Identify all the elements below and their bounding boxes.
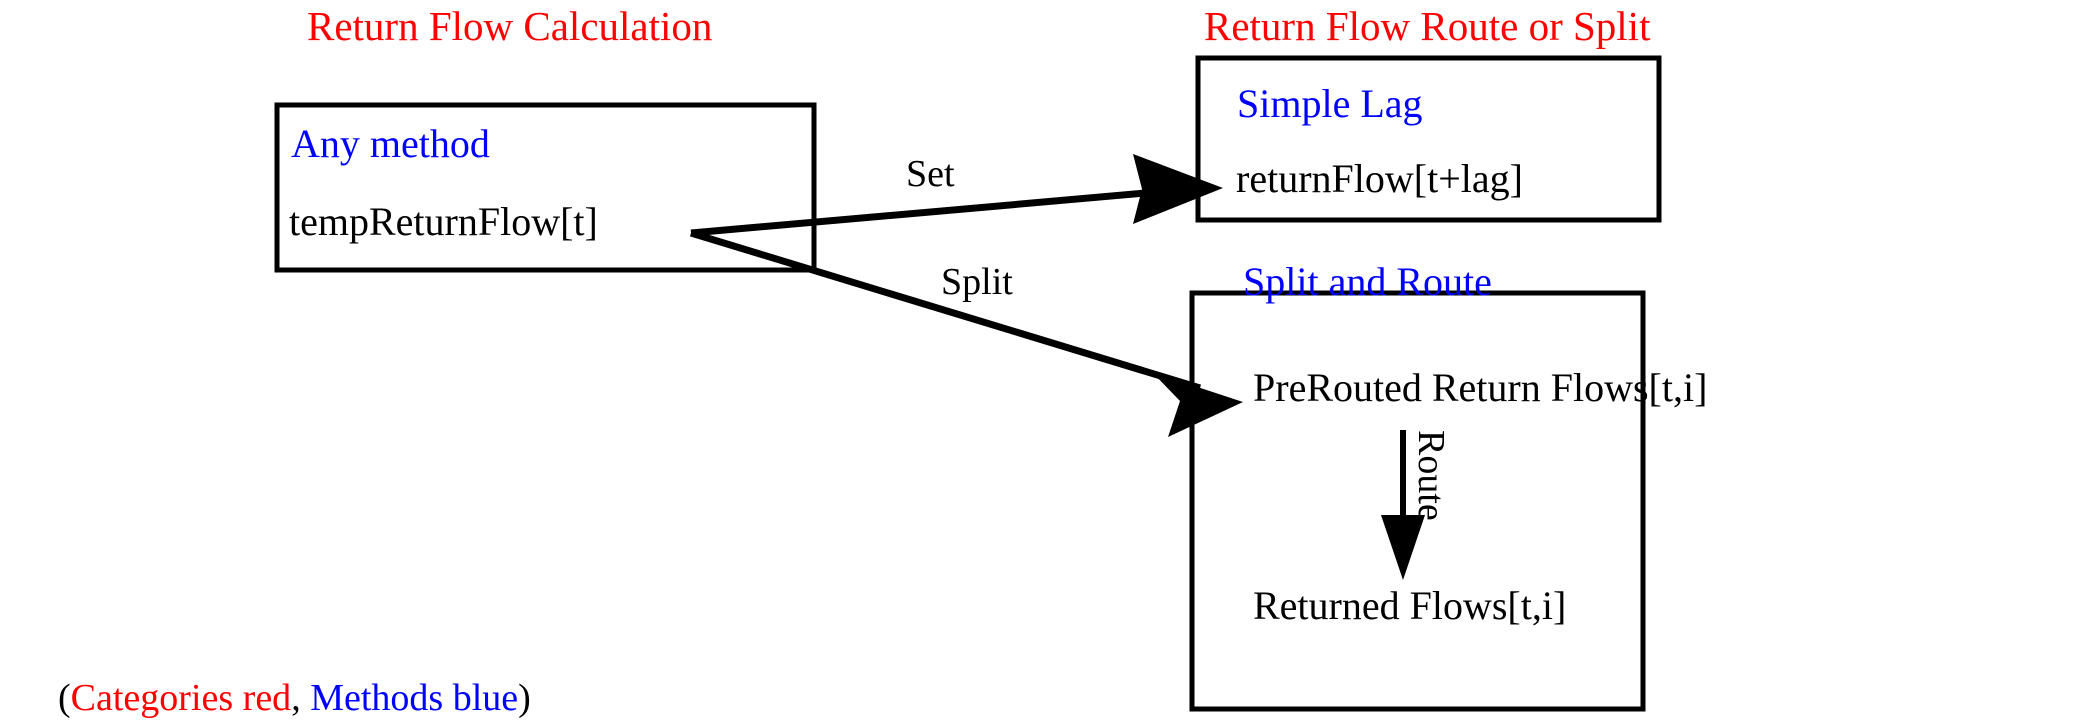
- legend-categories-red: Categories red: [70, 677, 292, 719]
- legend-separator: ,: [291, 677, 311, 719]
- node-box-split-and-route[interactable]: [1189, 290, 1646, 712]
- category-title-return-flow-calculation: Return Flow Calculation: [307, 3, 713, 49]
- category-title-return-flow-route-or-split: Return Flow Route or Split: [1204, 3, 1651, 49]
- legend-open-paren: (: [58, 677, 71, 719]
- method-label-any-method: Any method: [291, 121, 490, 166]
- variable-label-temp-return-flow: tempReturnFlow[t]: [289, 199, 598, 244]
- edge-label-route: Route: [1410, 430, 1452, 521]
- arrow-set: [690, 154, 1223, 237]
- method-label-simple-lag: Simple Lag: [1237, 81, 1423, 126]
- edge-label-set: Set: [906, 153, 955, 195]
- node-box-simple-lag[interactable]: [1195, 55, 1662, 223]
- method-label-split-and-route: Split and Route: [1243, 259, 1492, 304]
- legend-color-key: (Categories red, Methods blue): [20, 641, 531, 724]
- legend-methods-blue: Methods blue: [310, 677, 519, 719]
- legend-close-paren: ): [518, 677, 531, 719]
- edge-label-split: Split: [941, 261, 1013, 303]
- variable-label-returned-flows: Returned Flows[t,i]: [1253, 583, 1567, 628]
- arrow-split: [689, 229, 1243, 437]
- variable-label-prerouted-return-flows: PreRouted Return Flows[t,i]: [1253, 365, 1708, 410]
- variable-label-return-flow-lag: returnFlow[t+lag]: [1236, 156, 1523, 201]
- arrow-route: [1381, 430, 1425, 580]
